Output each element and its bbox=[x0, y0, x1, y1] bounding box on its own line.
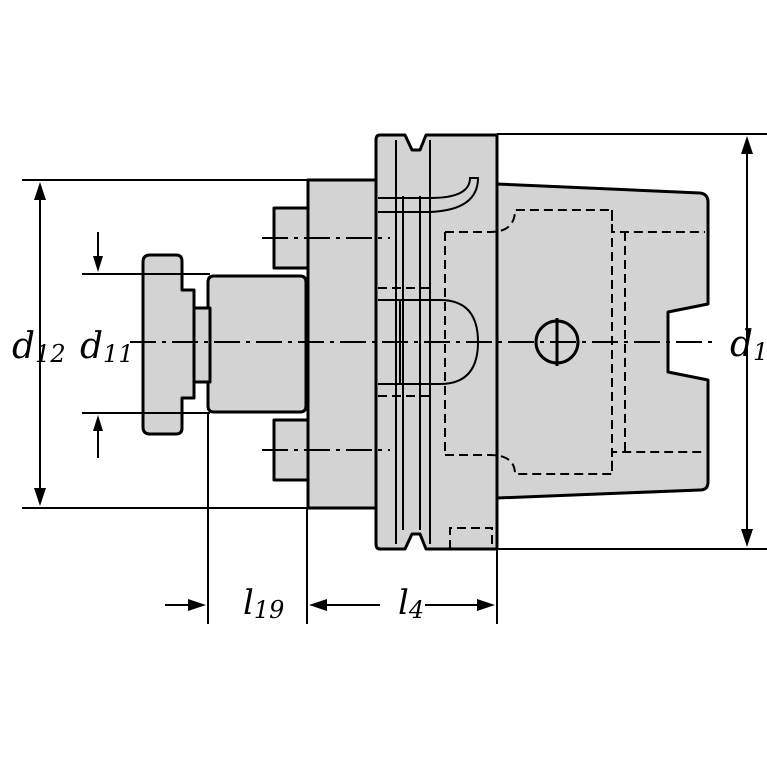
label-d1: d1 bbox=[730, 324, 767, 366]
arrowheads bbox=[34, 136, 753, 611]
d12-arrow-bottom bbox=[34, 488, 46, 506]
d11-arrow-top bbox=[93, 256, 103, 272]
label-l19: l19 bbox=[243, 583, 284, 624]
label-d12-main: d bbox=[12, 326, 35, 367]
key-slot-hidden bbox=[449, 527, 493, 549]
label-d1-main: d bbox=[730, 324, 753, 365]
pull-stud-head bbox=[141, 253, 196, 436]
label-l19-main: l bbox=[243, 583, 254, 623]
label-d1-sub: 1 bbox=[753, 338, 767, 366]
l4-arrow-left bbox=[309, 599, 327, 611]
d1-arrow-top bbox=[741, 136, 753, 154]
taper-bore-hidden bbox=[445, 209, 705, 233]
d12-arrow-top bbox=[34, 182, 46, 200]
label-l4-main: l bbox=[398, 583, 409, 623]
label-d12-sub: 12 bbox=[35, 340, 66, 368]
label-d12: d12 bbox=[12, 326, 66, 368]
label-l4-sub: 4 bbox=[408, 596, 424, 624]
front-body bbox=[306, 178, 378, 510]
groove-curve bbox=[378, 177, 480, 213]
center-spigot bbox=[206, 274, 308, 414]
center-lines bbox=[130, 237, 712, 451]
label-d11-sub: 11 bbox=[103, 340, 134, 368]
dimension-labels: d12 d11 d1 l19 l4 bbox=[12, 324, 767, 624]
d1-arrow-bottom bbox=[741, 529, 753, 547]
l4-arrow-right bbox=[477, 599, 495, 611]
label-l19-sub: 19 bbox=[254, 596, 285, 624]
label-d11-main: d bbox=[80, 326, 103, 367]
label-l4: l4 bbox=[398, 583, 424, 624]
taper-bore-hidden-lower bbox=[445, 451, 705, 475]
d11-arrow-bottom bbox=[93, 415, 103, 431]
dimension-lines bbox=[22, 133, 767, 624]
l19-arrow bbox=[188, 599, 206, 611]
label-d11: d11 bbox=[80, 326, 134, 368]
tool-holder-body bbox=[141, 133, 710, 551]
